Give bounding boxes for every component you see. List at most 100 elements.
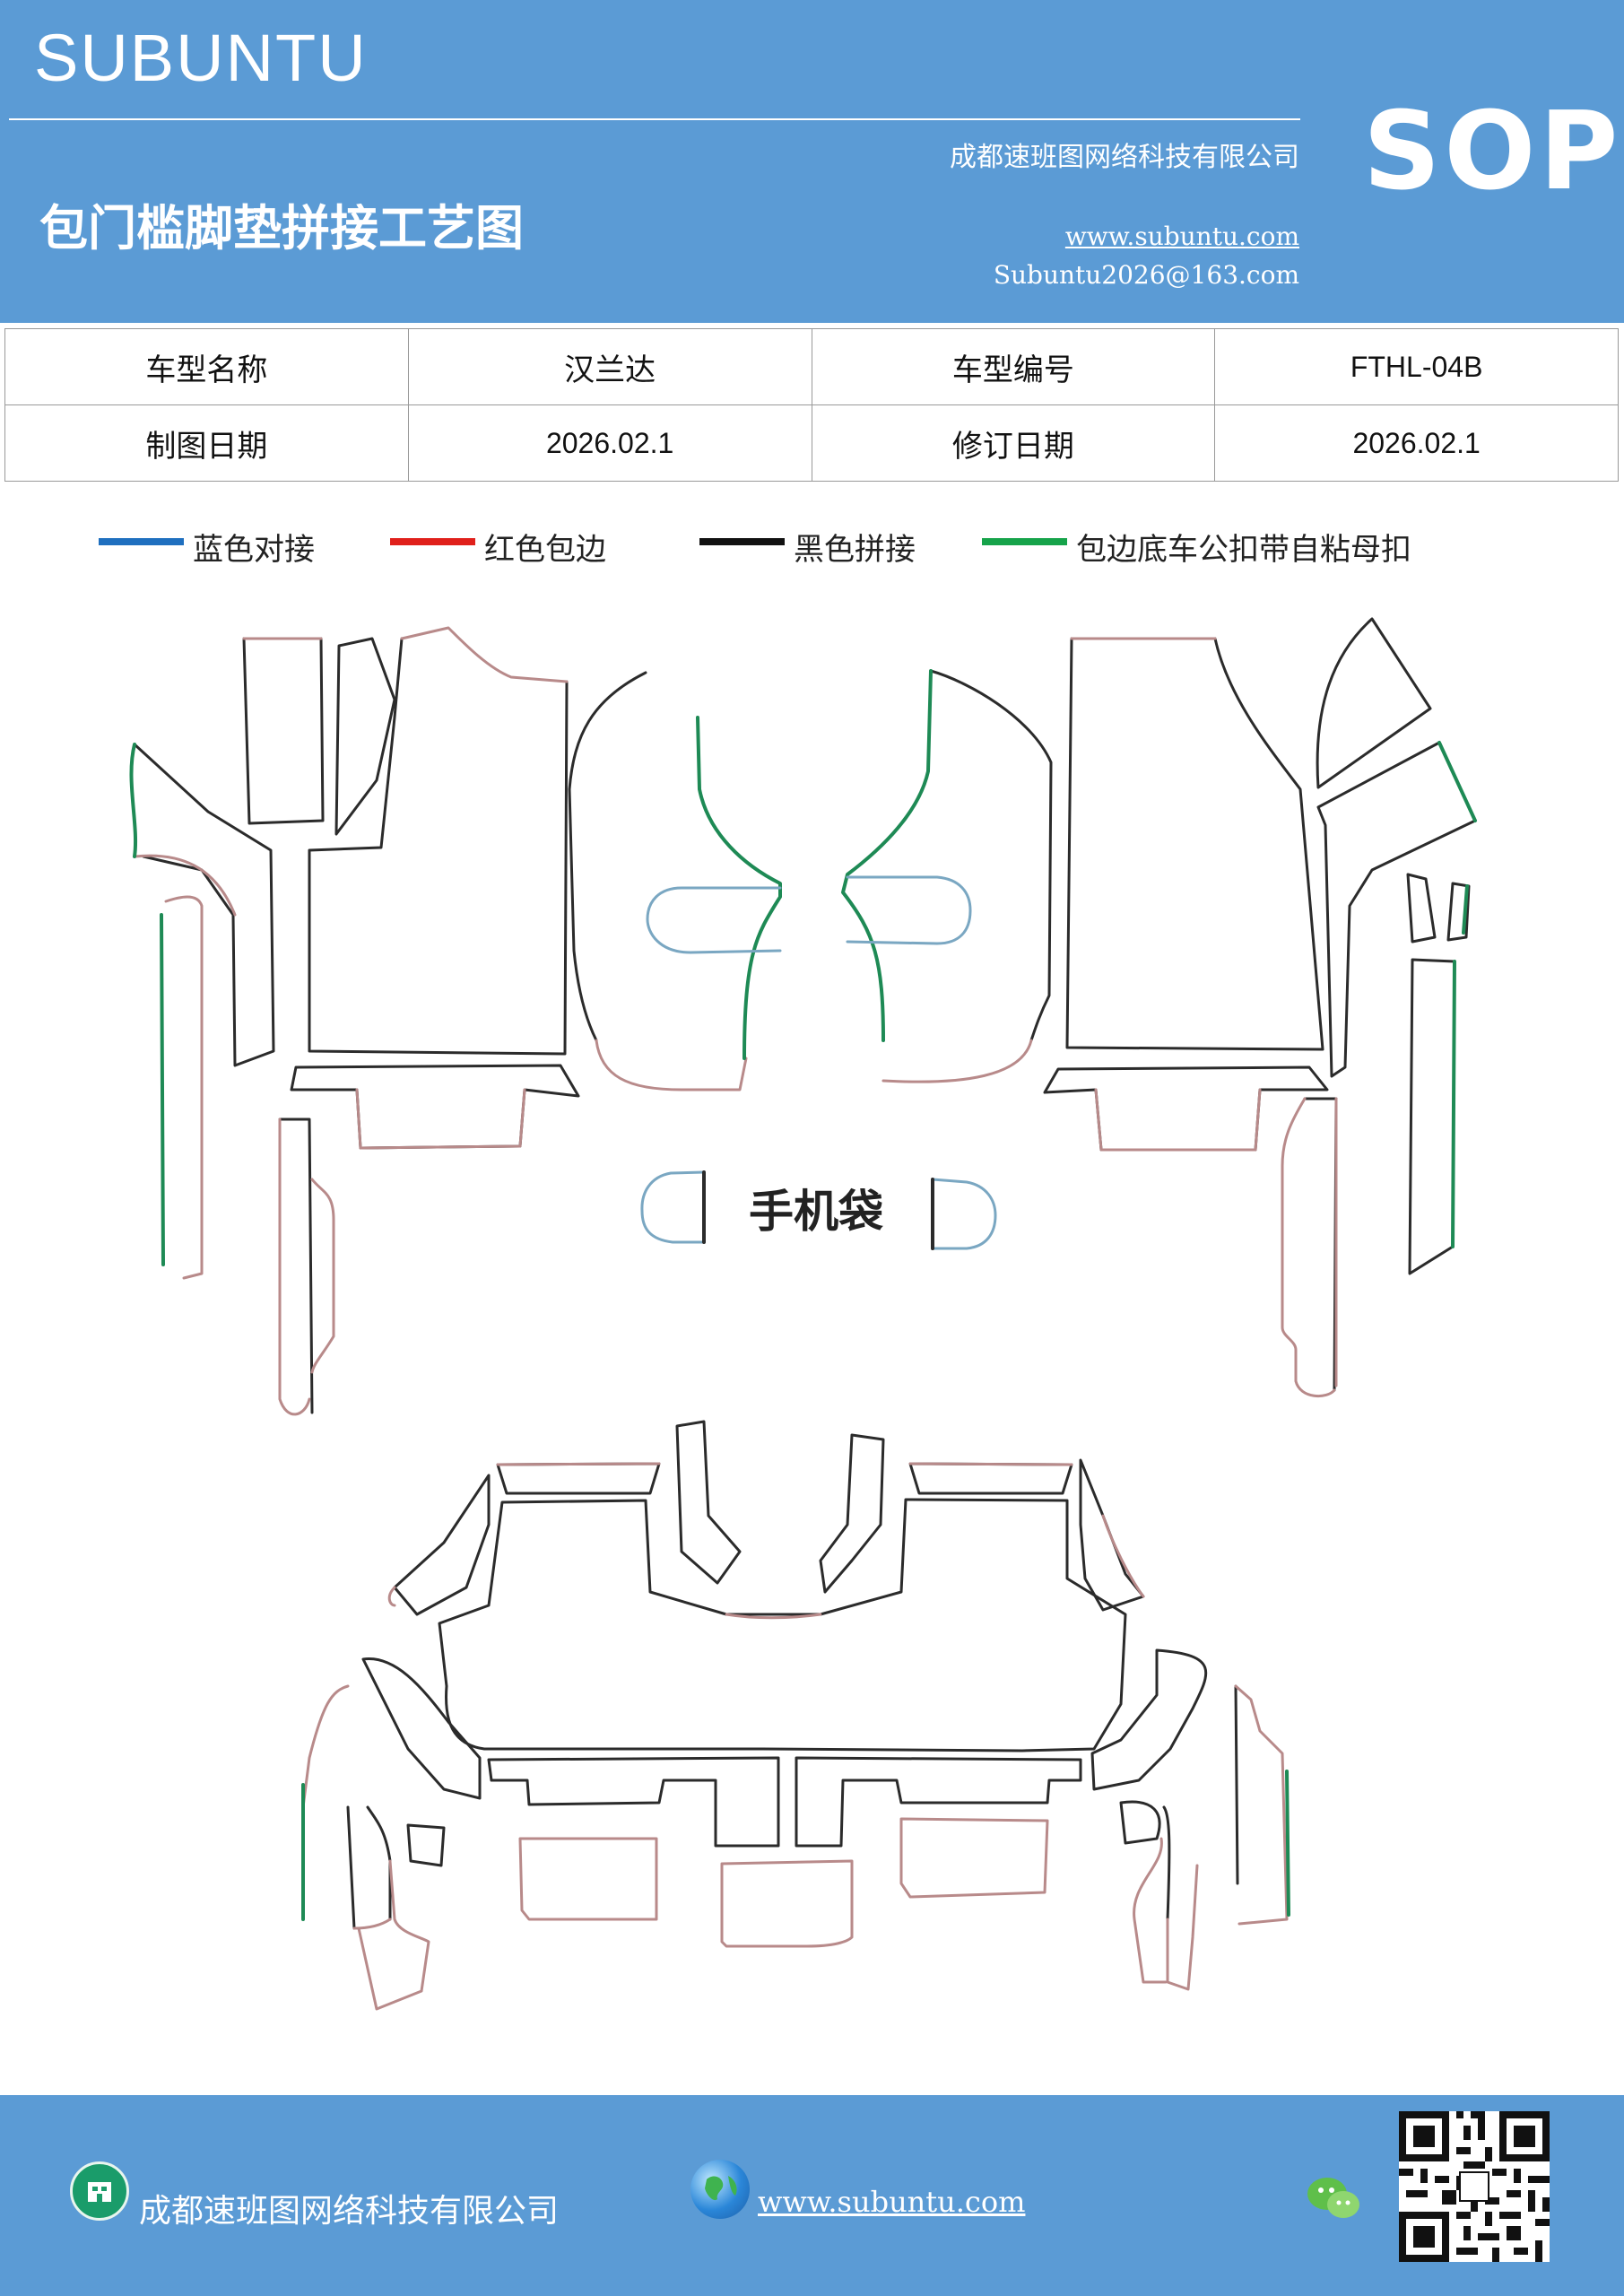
phone-pocket-label: 手机袋 [749,1186,883,1238]
mat-piece [278,1118,314,1414]
butt-joint-edge [846,875,972,945]
mat-piece [1316,617,1432,789]
wrap-edge [133,854,237,917]
wrap-edge [1094,1088,1262,1152]
wrap-edge [1101,1514,1145,1598]
wrap-edge [720,1859,854,1948]
draw-date-label: 制图日期 [4,404,409,482]
footer-company: 成都速班图网络科技有限公司 [139,2193,560,2230]
mat-piece [1408,958,1456,1275]
revision-date-label: 修订日期 [811,404,1216,482]
mat-piece [133,743,275,1067]
velcro-edge [1451,960,1456,1248]
footer-website-link[interactable]: www.subuntu.com [758,2185,1026,2219]
mat-piece [1043,1065,1329,1152]
mat-piece [908,1462,1073,1495]
mat-piece [346,1805,356,1930]
mat-piece [438,1498,1127,1752]
qr-code [1399,2111,1550,2262]
mat-piece [929,669,1053,1042]
header-divider [9,118,1300,120]
mat-piece [1234,1684,1239,1885]
phone-pocket-right [931,1178,997,1250]
mat-piece [675,1420,742,1585]
mat-piece [1303,1097,1338,1392]
wechat-icon[interactable] [1302,2170,1365,2224]
phone-pocket-left [640,1170,706,1244]
mat-piece [1162,1805,1171,1921]
mat-piece [1065,637,1324,1051]
line-legend: 蓝色对接 红色包边 黑色拼接 包边底车公扣带自粘母扣 [0,525,1624,570]
velcro-edge [696,716,782,1060]
legend-swatch [699,538,785,545]
model-code-value: FTHL-04B [1214,328,1619,405]
revision-date-value: 2026.02.1 [1214,404,1619,482]
mat-piece [290,1064,580,1150]
wrap-edge [899,1817,1049,1899]
footer-banner: 成都速班图网络科技有限公司 www.subuntu.com [0,2095,1624,2296]
mat-piece [366,1805,392,1921]
mat-piece [496,1462,661,1495]
header-company: 成都速班图网络科技有限公司 [950,142,1299,173]
vehicle-info-table: 车型名称 汉兰达 车型编号 FTHL-04B 制图日期 2026.02.1 修订… [4,328,1619,482]
wrap-edge [387,1586,396,1607]
velcro-edge [1285,1770,1290,1917]
mat-piece [1119,1800,1161,1845]
wrap-edge [908,1462,1073,1466]
mat-piece [406,1823,446,1867]
table-row: 车型名称 汉兰达 车型编号 FTHL-04B [4,328,1619,405]
model-name-value: 汉兰达 [407,328,812,405]
table-row: 制图日期 2026.02.1 修订日期 2026.02.1 [4,404,1619,482]
mat-splicing-diagram: 手机袋 [129,617,1477,2011]
wrap-edge [1133,1837,1168,1984]
mat-piece [1406,873,1437,944]
mat-piece [334,637,396,836]
document-title: 包门槛脚垫拼接工艺图 [39,200,524,257]
wrap-edge [881,1039,1033,1083]
wrap-edge [518,1837,658,1921]
mat-piece [487,1756,780,1848]
mat-piece [1079,1458,1145,1612]
mat-piece [819,1433,885,1594]
mat-piece [242,637,325,825]
draw-date-value: 2026.02.1 [407,404,812,482]
sop-badge: SOP [1363,90,1622,214]
velcro-edge [841,669,933,1042]
wrap-edge [595,1039,748,1091]
wrap-edge [725,1613,822,1620]
model-name-label: 车型名称 [4,328,409,405]
wrap-edge [1281,1097,1336,1398]
velcro-edge [129,743,138,858]
model-code-label: 车型编号 [811,328,1216,405]
wrap-edge [352,1918,392,1930]
mat-piece [1446,882,1471,942]
wrap-edge [1166,1864,1199,1991]
header-website-link[interactable]: www.subuntu.com [1064,222,1299,251]
mat-piece [393,1474,491,1616]
header-email: Subuntu2026@163.com [993,260,1299,290]
brand-logo-text: SUBUNTU [34,21,368,95]
mat-piece [795,1756,1082,1848]
wrap-edge [496,1462,661,1466]
legend-swatch [390,538,475,545]
wrap-edge [1234,1684,1289,1926]
mat-piece [1090,1648,1208,1791]
legend-label: 包边底车公扣带自粘母扣 [1076,532,1411,568]
wrap-edge [301,1684,350,1809]
header-banner: SUBUNTU 包门槛脚垫拼接工艺图 成都速班图网络科技有限公司 www.sub… [0,0,1624,323]
legend-label: 蓝色对接 [193,532,315,568]
velcro-edge [1437,741,1477,822]
legend-swatch [99,538,184,545]
legend-swatch [982,538,1067,545]
mat-piece [361,1657,482,1800]
wrap-edge [310,1178,335,1374]
mat-piece [568,671,647,1042]
wrap-edge [357,1859,430,2011]
velcro-edge [1462,884,1469,935]
building-icon [70,2161,129,2221]
legend-label: 红色包边 [484,532,606,568]
wrap-edge [278,1118,311,1416]
wrap-edge [164,895,204,1280]
wrap-edge [400,626,569,683]
butt-joint-edge [646,886,782,954]
